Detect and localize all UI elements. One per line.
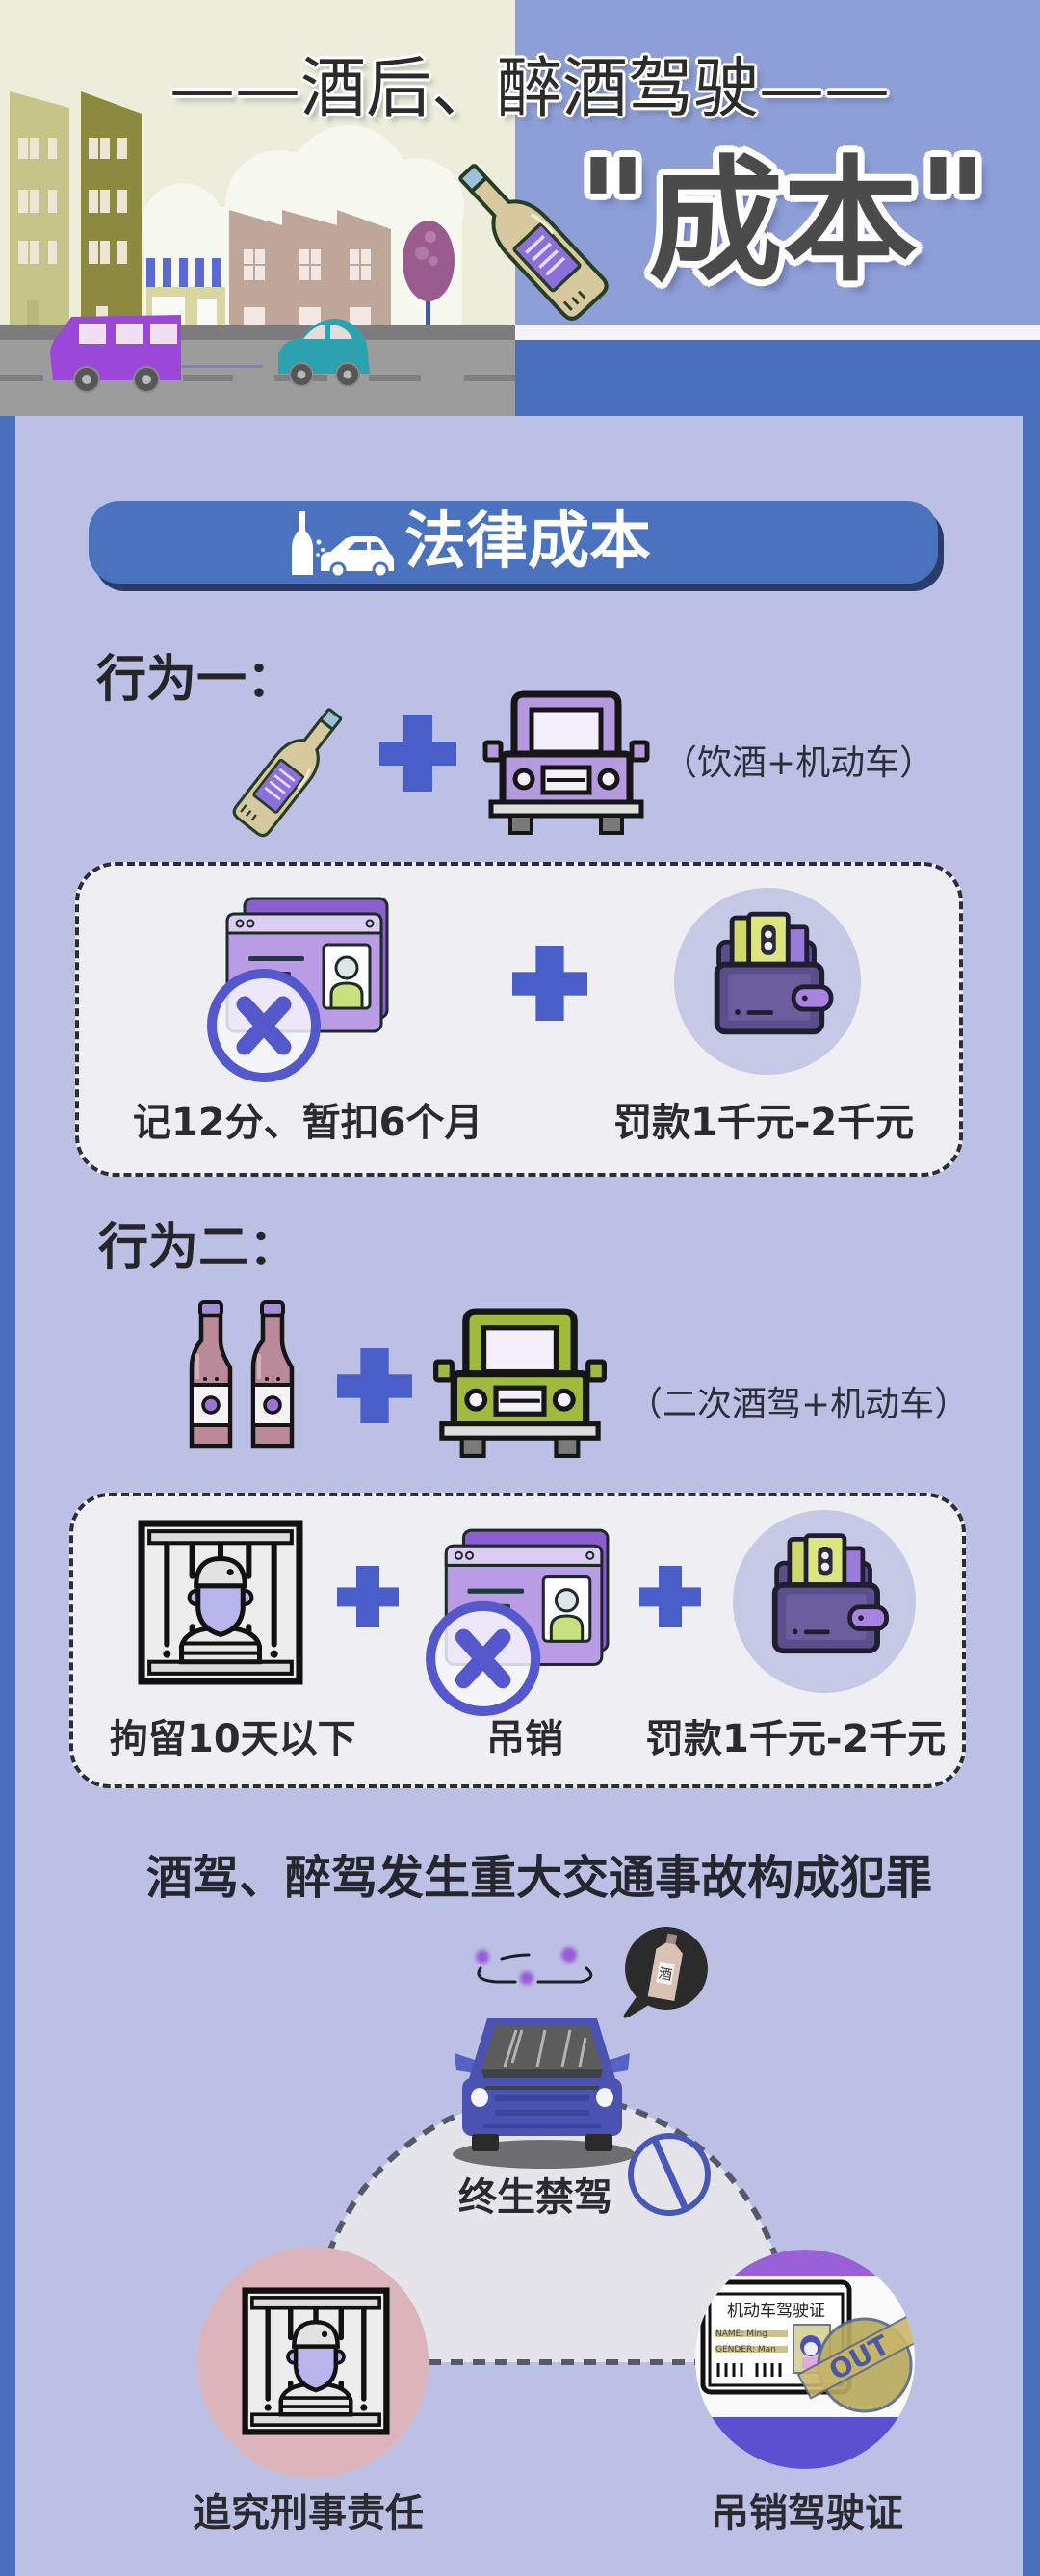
license-revoked-label: 吊销驾驶证 <box>711 2491 903 2536</box>
behavior-2-penalty-detention: 拘留10天以下 <box>110 1717 356 1761</box>
criminal-liability-label: 追究刑事责任 <box>193 2491 424 2536</box>
green-car-icon <box>430 1308 610 1458</box>
behavior-1-penalty-points: 记12分、暂扣6个月 <box>133 1101 483 1145</box>
factory-icon <box>229 210 391 326</box>
crime-heading: 酒驾、醉驾发生重大交通事故构成犯罪 <box>145 1851 932 1905</box>
header-right-background <box>515 0 1040 325</box>
speech-bubble-bottle-icon: 酒 <box>623 1927 708 2018</box>
header-stripe <box>515 325 1040 340</box>
lifetime-driving-ban-label: 终生禁驾 <box>458 2175 612 2220</box>
plus-icon <box>639 1566 701 1627</box>
section-title: 法律成本 <box>404 507 651 578</box>
card-title: 机动车驾驶证 <box>727 2302 825 2321</box>
two-bottles-icon <box>183 1300 304 1454</box>
behavior-2-formula-note: （二次酒驾+机动车） <box>628 1385 970 1424</box>
wallet-icon <box>674 888 861 1075</box>
teal-car-icon <box>278 319 370 387</box>
behavior-2-penalty-fine: 罚款1千元-2千元 <box>645 1717 947 1761</box>
title-dash-right: —— <box>759 51 890 127</box>
license-cancel-icon <box>200 891 393 1083</box>
jail-icon <box>242 2280 390 2442</box>
bubble-bottle-label: 酒 <box>658 1966 674 1984</box>
wallet-icon-circle <box>733 1510 916 1693</box>
wallet-icon <box>733 1510 916 1693</box>
behavior-1-formula-note: （饮酒+机动车） <box>663 743 935 783</box>
page-subtitle: " 成本 " <box>576 143 990 306</box>
plus-icon <box>337 1566 399 1627</box>
revoked-license-icon: 机动车驾驶证 NAME: Ming GENDER: Man OUT <box>695 2250 915 2469</box>
dizzy-swirl-icon <box>476 1947 593 1985</box>
purple-car-icon <box>481 690 651 835</box>
card-name: NAME: Ming <box>715 2329 767 2339</box>
plus-icon <box>379 715 456 792</box>
header-scene <box>0 0 1040 416</box>
wine-bottle-icon <box>229 699 353 841</box>
plus-icon <box>337 1348 412 1423</box>
title-dash-left: —— <box>169 51 300 127</box>
building-icon <box>10 91 69 325</box>
crashed-car-icon <box>455 2018 630 2151</box>
license-cancel-icon <box>419 1522 613 1718</box>
drunk-driving-crash-icon <box>292 511 394 579</box>
purple-van-icon <box>50 315 181 393</box>
card-gender: GENDER: Man <box>715 2345 776 2355</box>
behavior-2-penalty-revoke: 吊销 <box>486 1717 563 1761</box>
quote-close: " <box>918 131 988 288</box>
section-header-legal-cost: 法律成本 <box>89 501 938 584</box>
plus-icon <box>512 946 587 1021</box>
building-icon <box>81 91 142 325</box>
title-text: 酒后、醉酒驾驶 <box>299 51 759 127</box>
tree-icon <box>403 221 455 329</box>
subtitle-text: 成本 <box>647 143 918 300</box>
header-band <box>515 340 1040 416</box>
jail-icon <box>138 1520 303 1685</box>
quote-open: " <box>578 131 648 288</box>
prohibited-icon <box>628 2133 711 2216</box>
behavior-1-penalty-fine: 罚款1千元-2千元 <box>613 1101 915 1145</box>
page-title: —— 酒后、醉酒驾驶 —— <box>116 48 944 131</box>
behavior-2-label: 行为二： <box>98 1219 299 1277</box>
behavior-1-label: 行为一： <box>96 651 298 709</box>
wallet-icon-circle <box>674 888 861 1075</box>
